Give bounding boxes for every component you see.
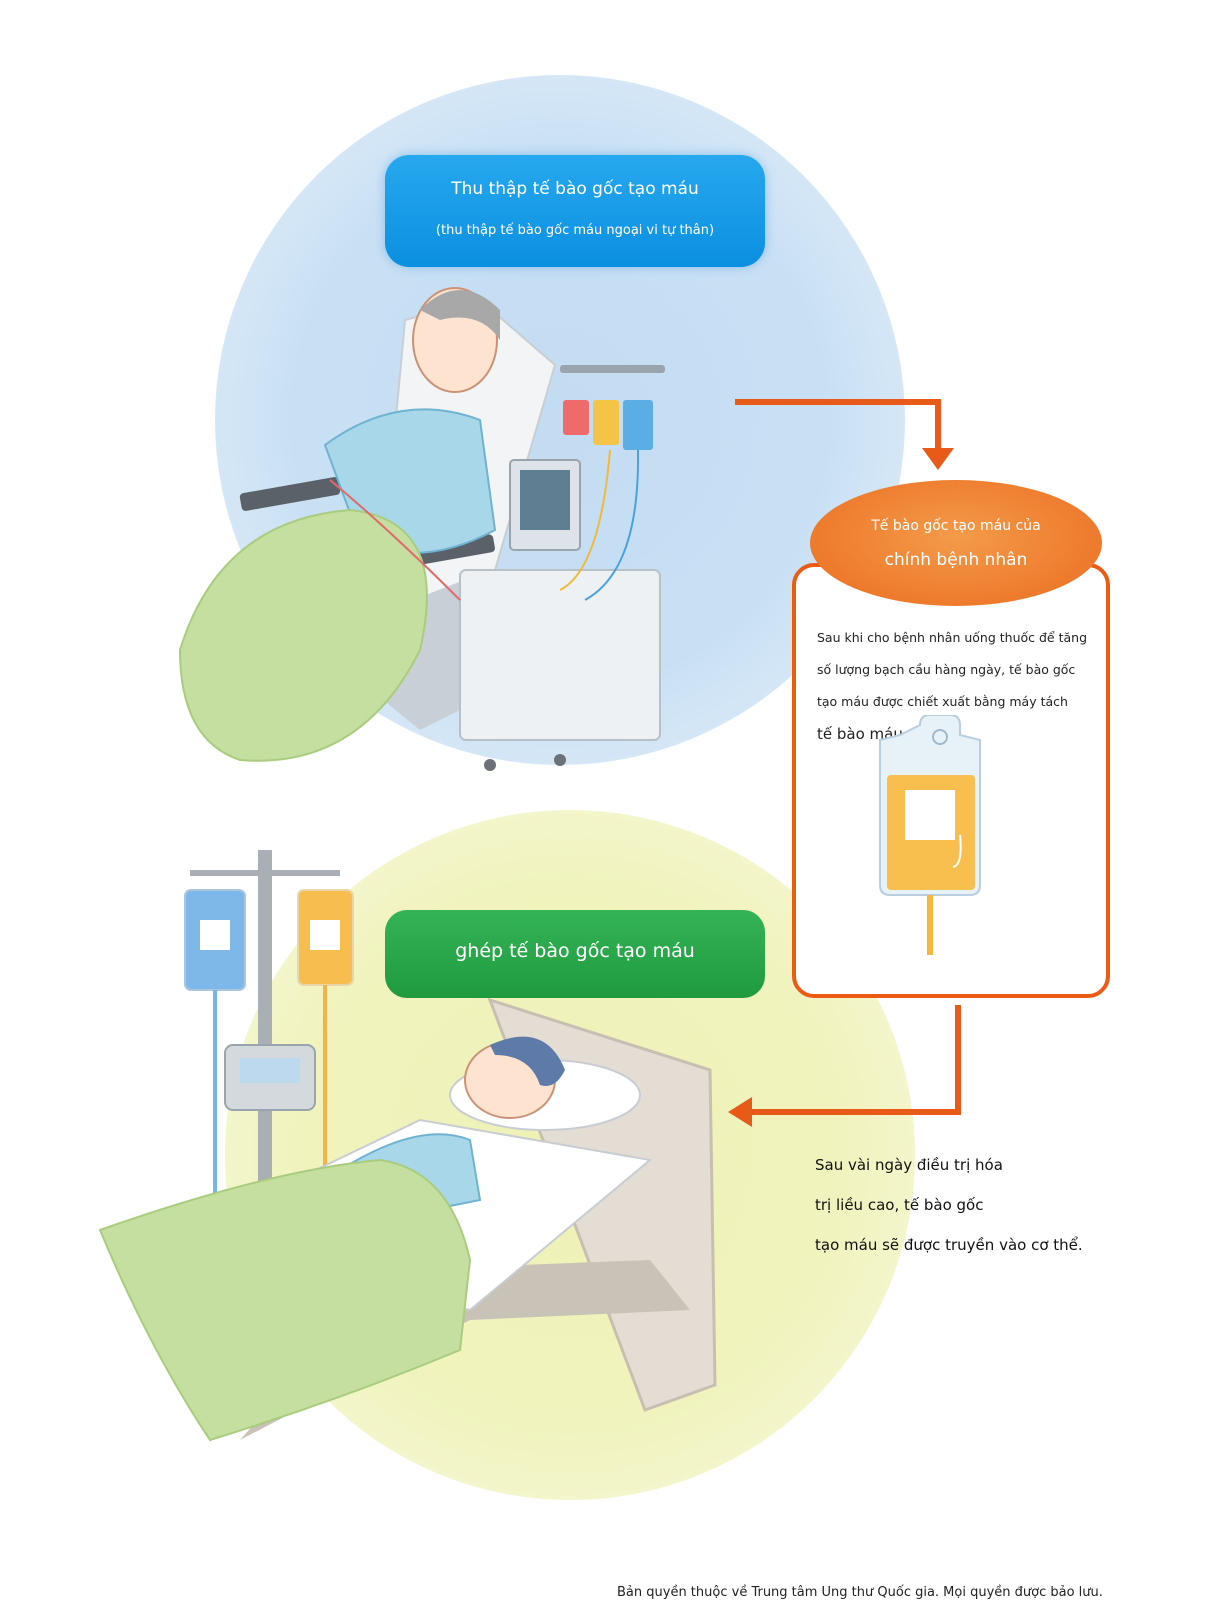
transplant-illustration [98, 850, 717, 1442]
description-line: trị liều cao, tế bào gốc [815, 1196, 984, 1214]
description-line: Sau vài ngày điều trị hóa [815, 1156, 1003, 1174]
arrow-head-down-icon [922, 448, 954, 470]
apheresis-machine-body [459, 569, 661, 741]
description-line: tạo máu được chiết xuất bằng máy tách [817, 694, 1068, 709]
collection-description: Sau khi cho bệnh nhân uống thuốc để tăng… [817, 622, 1107, 750]
arrow-line [750, 1005, 961, 1115]
heading-line-1: Tế bào gốc tạo máu của [871, 518, 1041, 534]
iv-hook-bar [190, 870, 340, 876]
transplant-description: Sau vài ngày điều trị hóa trị liều cao, … [815, 1145, 1135, 1265]
collection-step-label: Thu thập tế bào gốc tạo máu (thu thập tế… [385, 155, 765, 267]
blue-bag [623, 400, 653, 450]
iv-pole [258, 850, 272, 1210]
blue-bag-label [200, 920, 230, 950]
left-armrest [239, 477, 341, 511]
arrow-to-cells [735, 399, 954, 470]
description-line: Sau khi cho bệnh nhân uống thuốc để tăng [817, 630, 1088, 645]
blood-line-out [329, 479, 461, 601]
apheresis-illustration [178, 287, 665, 771]
transplant-step-label: ghép tế bào gốc tạo máu [385, 910, 765, 998]
stem-cell-bag-icon [879, 715, 981, 955]
arrow-head-left-icon [728, 1097, 752, 1127]
collection-subtitle: (thu thập tế bào gốc máu ngoại vi tự thâ… [435, 223, 715, 238]
yellow-bag-label [310, 920, 340, 950]
bag-hanger [560, 365, 665, 373]
transplant-title: ghép tế bào gốc tạo máu [455, 940, 695, 962]
patient-hair [420, 290, 500, 340]
own-stem-cells-heading: Tế bào gốc tạo máu của chính bệnh nhân [810, 480, 1102, 606]
yellow-bag [593, 400, 619, 445]
arrow-line [735, 399, 941, 450]
machine-screen [520, 470, 570, 530]
bed-base [240, 1260, 690, 1440]
wheel [554, 754, 566, 766]
blanket [98, 1158, 472, 1442]
blanket [178, 508, 428, 762]
wheel [484, 759, 496, 771]
plasma-line [559, 449, 611, 591]
heading-line-2: chính bệnh nhân [884, 550, 1028, 570]
collection-title: Thu thập tế bào gốc tạo máu [451, 179, 699, 199]
patient-cap [490, 1036, 565, 1086]
pump-screen [240, 1058, 300, 1083]
arrow-to-transplant [728, 1005, 961, 1127]
description-line: số lượng bạch cầu hàng ngày, tế bào gốc [817, 662, 1076, 677]
copyright-notice: Bản quyền thuộc về Trung tâm Ung thư Quố… [617, 1585, 1103, 1600]
return-line [584, 449, 640, 601]
description-line: tạo máu sẽ được truyền vào cơ thể. [815, 1236, 1083, 1254]
red-bag [563, 400, 589, 435]
